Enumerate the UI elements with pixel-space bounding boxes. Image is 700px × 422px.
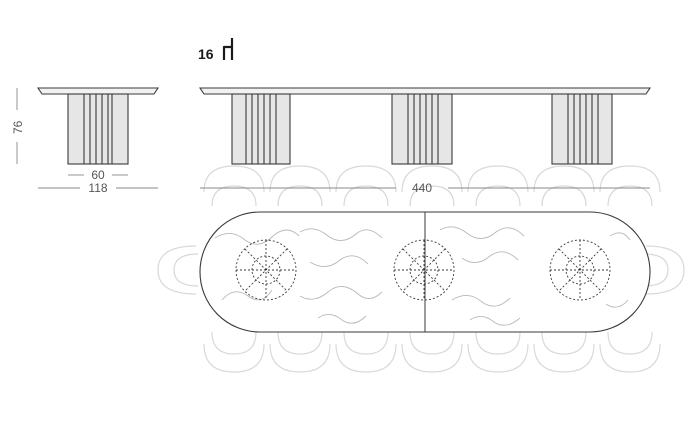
chair-outline (203, 165, 265, 193)
height-dim-label: 76 (11, 120, 25, 134)
marble-vein (299, 228, 383, 241)
pedestal-right (551, 93, 613, 165)
plan-view (199, 211, 651, 333)
marble-vein (317, 314, 367, 324)
chair-outline (343, 185, 389, 207)
chair-outline (157, 245, 197, 295)
chair-outline (475, 185, 521, 207)
chair-outline (335, 165, 397, 193)
marble-vein (461, 251, 519, 263)
pedestal-footprint (402, 248, 446, 292)
chair-outline (607, 331, 653, 355)
chair-outline (467, 165, 529, 193)
chair-outline (645, 245, 685, 295)
chair-outlines (157, 165, 685, 373)
marble-veins (214, 226, 631, 326)
side-elevation (36, 87, 160, 165)
chair-outline (607, 185, 653, 207)
chair-outline (599, 343, 661, 373)
seat-count: 16 (198, 38, 234, 62)
chair-outline (401, 165, 463, 193)
chair-outline (343, 331, 389, 355)
tabletop-front (198, 87, 652, 95)
pedestal-footprint (558, 248, 602, 292)
pedestal-footprint-center (393, 239, 455, 301)
chair-outline (533, 165, 595, 193)
chair-outline (541, 331, 587, 355)
pedestal-footprint-right (549, 239, 611, 301)
seat-count-label: 16 (198, 46, 214, 62)
base-depth-label: 60 (91, 168, 105, 182)
chair-outline (541, 185, 587, 207)
front-elevation (198, 87, 652, 165)
pedestal-left (231, 93, 291, 165)
marble-vein (299, 286, 383, 300)
pedestal-footprint (244, 248, 288, 292)
chair-outline (173, 253, 199, 287)
marble-vein (439, 226, 525, 239)
chair-outline (277, 185, 323, 207)
pedestal-block (551, 93, 613, 165)
chair-outline (203, 343, 265, 373)
top-depth-label: 118 (88, 181, 107, 195)
chair-outline (335, 343, 397, 373)
marble-vein (609, 232, 631, 241)
tabletop-profile (36, 87, 160, 95)
chair-outline (211, 331, 257, 355)
marble-vein (309, 255, 369, 267)
marble-vein (451, 295, 511, 307)
chair-outline (269, 165, 331, 193)
pedestal-base (67, 93, 129, 165)
pedestal-center (391, 93, 453, 165)
chair-outline (599, 165, 661, 193)
marble-vein (214, 229, 300, 245)
chair-outline (401, 343, 463, 373)
chair-outline (533, 343, 595, 373)
marble-vein (469, 316, 521, 326)
length-dim-label: 440 (412, 181, 432, 195)
pedestal-block (231, 93, 291, 165)
chair-end-right (643, 245, 685, 295)
chair-outline (277, 331, 323, 355)
chair-outline (409, 331, 455, 355)
chair-end-left (157, 245, 199, 295)
pedestal-footprint-left (235, 239, 297, 301)
chair-outline (475, 331, 521, 355)
pedestal-block (391, 93, 453, 165)
chair-top-row (203, 165, 661, 207)
marble-vein (605, 299, 629, 308)
chair-icon (222, 38, 234, 60)
chair-bottom-row (203, 331, 661, 373)
chair-outline (643, 253, 669, 287)
chair-outline (269, 343, 331, 373)
chair-outline (467, 343, 529, 373)
chair-outline (211, 185, 257, 207)
chair-outline (409, 185, 455, 207)
